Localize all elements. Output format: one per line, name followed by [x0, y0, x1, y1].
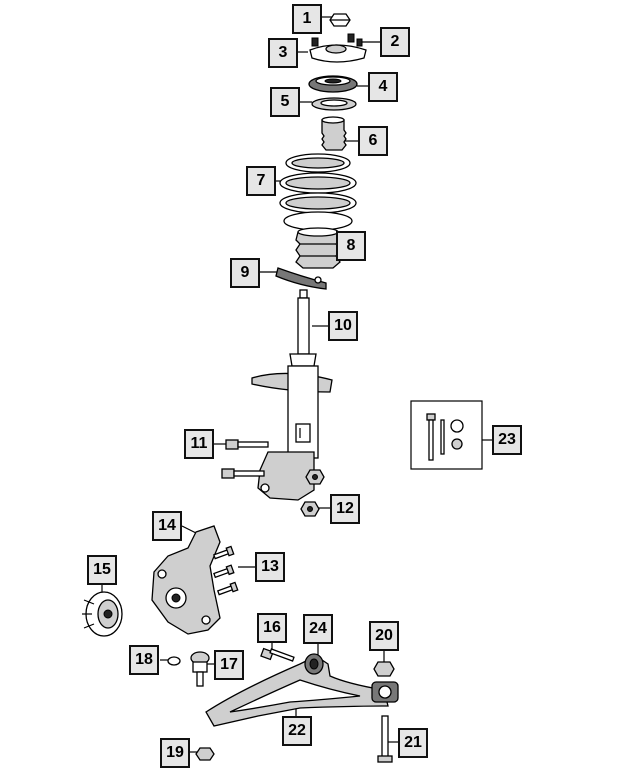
part-23-kit — [410, 400, 483, 470]
part-10-strut — [251, 289, 333, 501]
part-8-dust-boot — [295, 227, 341, 269]
part-11-bolts — [221, 439, 269, 479]
callout-label: 2 — [390, 33, 400, 50]
part-22-control-arm — [205, 653, 389, 727]
part-17-ball-joint — [190, 651, 210, 687]
part-9-spring-isolator — [275, 267, 327, 290]
callout-16[interactable]: 16 — [257, 613, 287, 643]
part-13-bolts — [212, 545, 239, 596]
callout-6[interactable]: 6 — [358, 126, 388, 156]
callout-1[interactable]: 1 — [292, 4, 322, 34]
callout-label: 11 — [190, 435, 208, 452]
part-5-isolator — [311, 97, 357, 111]
callout-14[interactable]: 14 — [152, 511, 182, 541]
callout-18[interactable]: 18 — [129, 645, 159, 675]
callout-23[interactable]: 23 — [492, 425, 522, 455]
callout-20[interactable]: 20 — [369, 621, 399, 651]
callout-label: 19 — [166, 744, 184, 761]
callout-label: 3 — [278, 44, 288, 61]
callout-12[interactable]: 12 — [330, 494, 360, 524]
callout-11[interactable]: 11 — [184, 429, 214, 459]
part-19-nut — [195, 747, 215, 761]
callout-label: 20 — [375, 627, 393, 644]
callout-label: 15 — [93, 561, 111, 578]
callout-label: 12 — [336, 500, 354, 517]
part-18-seal — [167, 656, 181, 666]
callout-label: 4 — [378, 78, 388, 95]
callout-label: 21 — [404, 734, 422, 751]
callout-4[interactable]: 4 — [368, 72, 398, 102]
callout-label: 8 — [346, 237, 356, 254]
callout-22[interactable]: 22 — [282, 716, 312, 746]
callout-2[interactable]: 2 — [380, 27, 410, 57]
part-7-coil-spring — [279, 153, 357, 231]
callout-label: 5 — [280, 93, 290, 110]
part-6-jounce-bumper — [321, 116, 347, 151]
part-20-21-bushing — [371, 661, 399, 763]
callout-10[interactable]: 10 — [328, 311, 358, 341]
callout-label: 24 — [309, 620, 327, 637]
part-1-nut — [329, 13, 351, 27]
part-12-nuts — [300, 469, 325, 517]
callout-13[interactable]: 13 — [255, 552, 285, 582]
callout-7[interactable]: 7 — [246, 166, 276, 196]
callout-label: 10 — [334, 317, 352, 334]
callout-label: 18 — [135, 651, 153, 668]
callout-label: 14 — [158, 517, 176, 534]
callout-21[interactable]: 21 — [398, 728, 428, 758]
callout-label: 13 — [261, 558, 279, 575]
callout-label: 16 — [263, 619, 281, 636]
callout-15[interactable]: 15 — [87, 555, 117, 585]
callout-9[interactable]: 9 — [230, 258, 260, 288]
part-16-bolt — [260, 647, 295, 662]
part-15-hub — [82, 591, 123, 637]
callout-label: 22 — [288, 722, 306, 739]
callout-label: 17 — [220, 656, 238, 673]
callout-17[interactable]: 17 — [214, 650, 244, 680]
callout-5[interactable]: 5 — [270, 87, 300, 117]
callout-label: 6 — [368, 132, 378, 149]
callout-8[interactable]: 8 — [336, 231, 366, 261]
callout-label: 23 — [498, 431, 516, 448]
part-14-knuckle — [151, 525, 221, 635]
part-4-bearing — [308, 75, 358, 93]
callout-24[interactable]: 24 — [303, 614, 333, 644]
callout-label: 9 — [240, 264, 250, 281]
callout-19[interactable]: 19 — [160, 738, 190, 768]
part-3-upper-mount — [309, 33, 367, 63]
callout-label: 1 — [302, 10, 312, 27]
callout-3[interactable]: 3 — [268, 38, 298, 68]
callout-label: 7 — [256, 172, 266, 189]
